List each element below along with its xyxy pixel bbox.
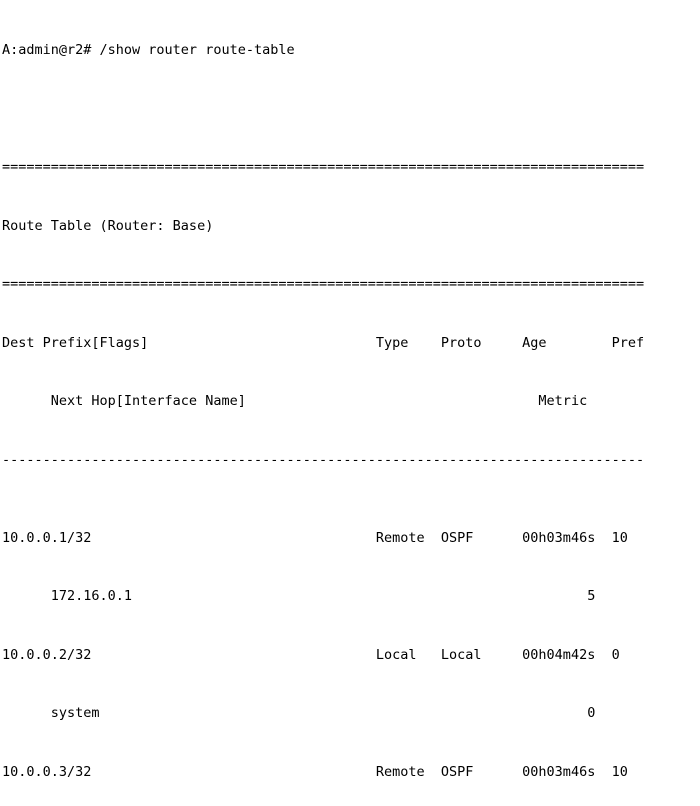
prompt-command-line: A:admin@r2# /show router route-table (2, 42, 295, 58)
separator-dashes-header: ----------------------------------------… (2, 451, 645, 468)
table-row: 10.0.0.1/32 Remote OSPF 00h03m46s 10 (2, 529, 628, 546)
column-header-row-2: Next Hop[Interface Name] Metric (2, 393, 612, 409)
table-title: Route Table (Router: Base) (2, 217, 214, 234)
table-row-nexthop: system 0 (2, 705, 620, 721)
blank-line (2, 100, 700, 120)
table-row: 10.0.0.3/32 Remote OSPF 00h03m46s 10 (2, 763, 628, 780)
table-row-nexthop: 172.16.0.1 5 (2, 588, 620, 604)
separator-equals-under-title: ========================================… (2, 276, 645, 292)
column-header-row-1: Dest Prefix[Flags] Type Proto Age Pref (2, 334, 645, 351)
separator-equals-top: ========================================… (2, 159, 645, 175)
table-row: 10.0.0.2/32 Local Local 00h04m42s 0 (2, 646, 620, 663)
